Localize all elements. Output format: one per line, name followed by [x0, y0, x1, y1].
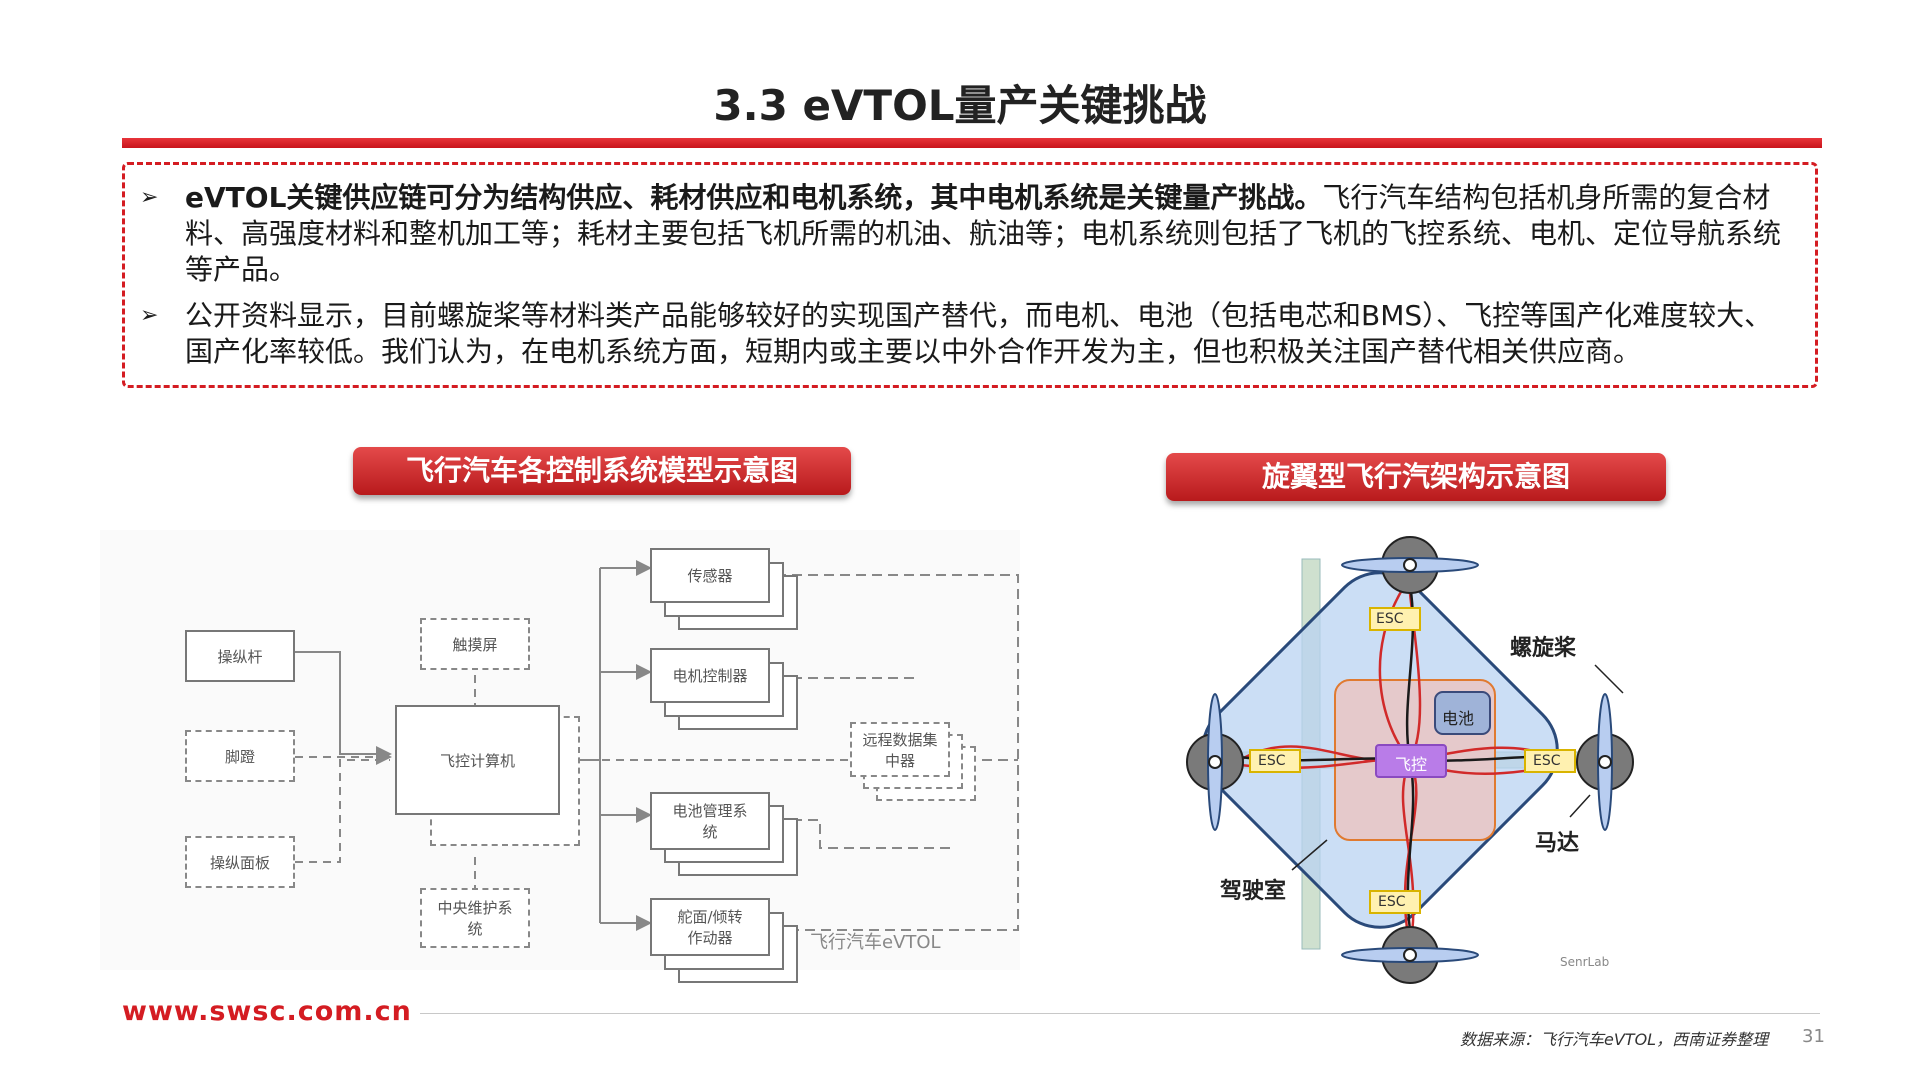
esc-label: ESC [1533, 753, 1561, 769]
bullet-item: ➢ 公开资料显示，目前螺旋桨等材料类产品能够较好的实现国产替代，而电机、电池（包… [140, 298, 1800, 370]
arrow-icon: ➢ [140, 303, 159, 328]
control-system-diagram: 操纵杆 脚蹬 操纵面板 触摸屏 飞控计算机 中央维护系统 传感器 电机控制器 电… [100, 530, 1020, 983]
left-watermark: 飞行汽车eVTOL [810, 932, 941, 953]
footer-url: www.swsc.com.cn [122, 996, 412, 1027]
bullet-bold: eVTOL关键供应链可分为结构供应、耗材供应和电机系统，其中电机系统是关键量产挑… [185, 181, 1323, 214]
cockpit-label: 驾驶室 [1220, 879, 1287, 904]
output-node: 电池管理系统 [650, 792, 770, 850]
concentrator-node: 远程数据集中器 [850, 722, 950, 777]
source-note: 数据来源：飞行汽车eVTOL，西南证券整理 [1460, 1030, 1769, 1049]
esc-label: ESC [1258, 753, 1286, 769]
propeller-label: 螺旋桨 [1510, 636, 1577, 661]
summary-box [122, 162, 1818, 388]
page-number: 31 [1802, 1026, 1825, 1047]
motor-label: 马达 [1535, 831, 1580, 856]
evtol-architecture-diagram: 电池 飞控 ESC ESC ESC ESC 螺旋桨 马达 驾驶室 SenrLab [1180, 525, 1640, 995]
footer-divider [420, 1013, 1820, 1014]
right-figure-title: 旋翼型飞行汽架构示意图 [1166, 453, 1666, 501]
esc-label: ESC [1376, 611, 1404, 627]
input-node: 脚蹬 [185, 730, 295, 782]
battery-label: 电池 [1442, 709, 1475, 728]
maintenance-node: 中央维护系统 [420, 888, 530, 948]
bullet-text: 公开资料显示，目前螺旋桨等材料类产品能够较好的实现国产替代，而电机、电池（包括电… [185, 299, 1773, 368]
left-figure-title: 飞行汽车各控制系统模型示意图 [353, 447, 851, 495]
input-node: 操纵杆 [185, 630, 295, 682]
evtol-drawing [1186, 536, 1634, 984]
bullet-list: ➢ eVTOL关键供应链可分为结构供应、耗材供应和电机系统，其中电机系统是关键量… [140, 180, 1800, 380]
arrow-icon: ➢ [140, 185, 159, 210]
right-watermark: SenrLab [1560, 955, 1610, 969]
input-node: 操纵面板 [185, 836, 295, 888]
esc-label: ESC [1378, 894, 1406, 910]
output-node: 电机控制器 [650, 648, 770, 703]
bullet-item: ➢ eVTOL关键供应链可分为结构供应、耗材供应和电机系统，其中电机系统是关键量… [140, 180, 1800, 288]
touchscreen-node: 触摸屏 [420, 618, 530, 670]
title-underline [122, 138, 1822, 148]
output-node: 传感器 [650, 548, 770, 603]
flight-control-label: 飞控 [1395, 755, 1428, 774]
page-title: 3.3 eVTOL量产关键挑战 [713, 81, 1207, 130]
flight-computer-node: 飞控计算机 [395, 705, 560, 815]
output-node: 舵面/倾转作动器 [650, 898, 770, 956]
bullet-text: 飞行汽车结构包括机身所需的复合材料、高强度材料和整机加工等；耗材主要包括飞机所需… [185, 181, 1782, 286]
